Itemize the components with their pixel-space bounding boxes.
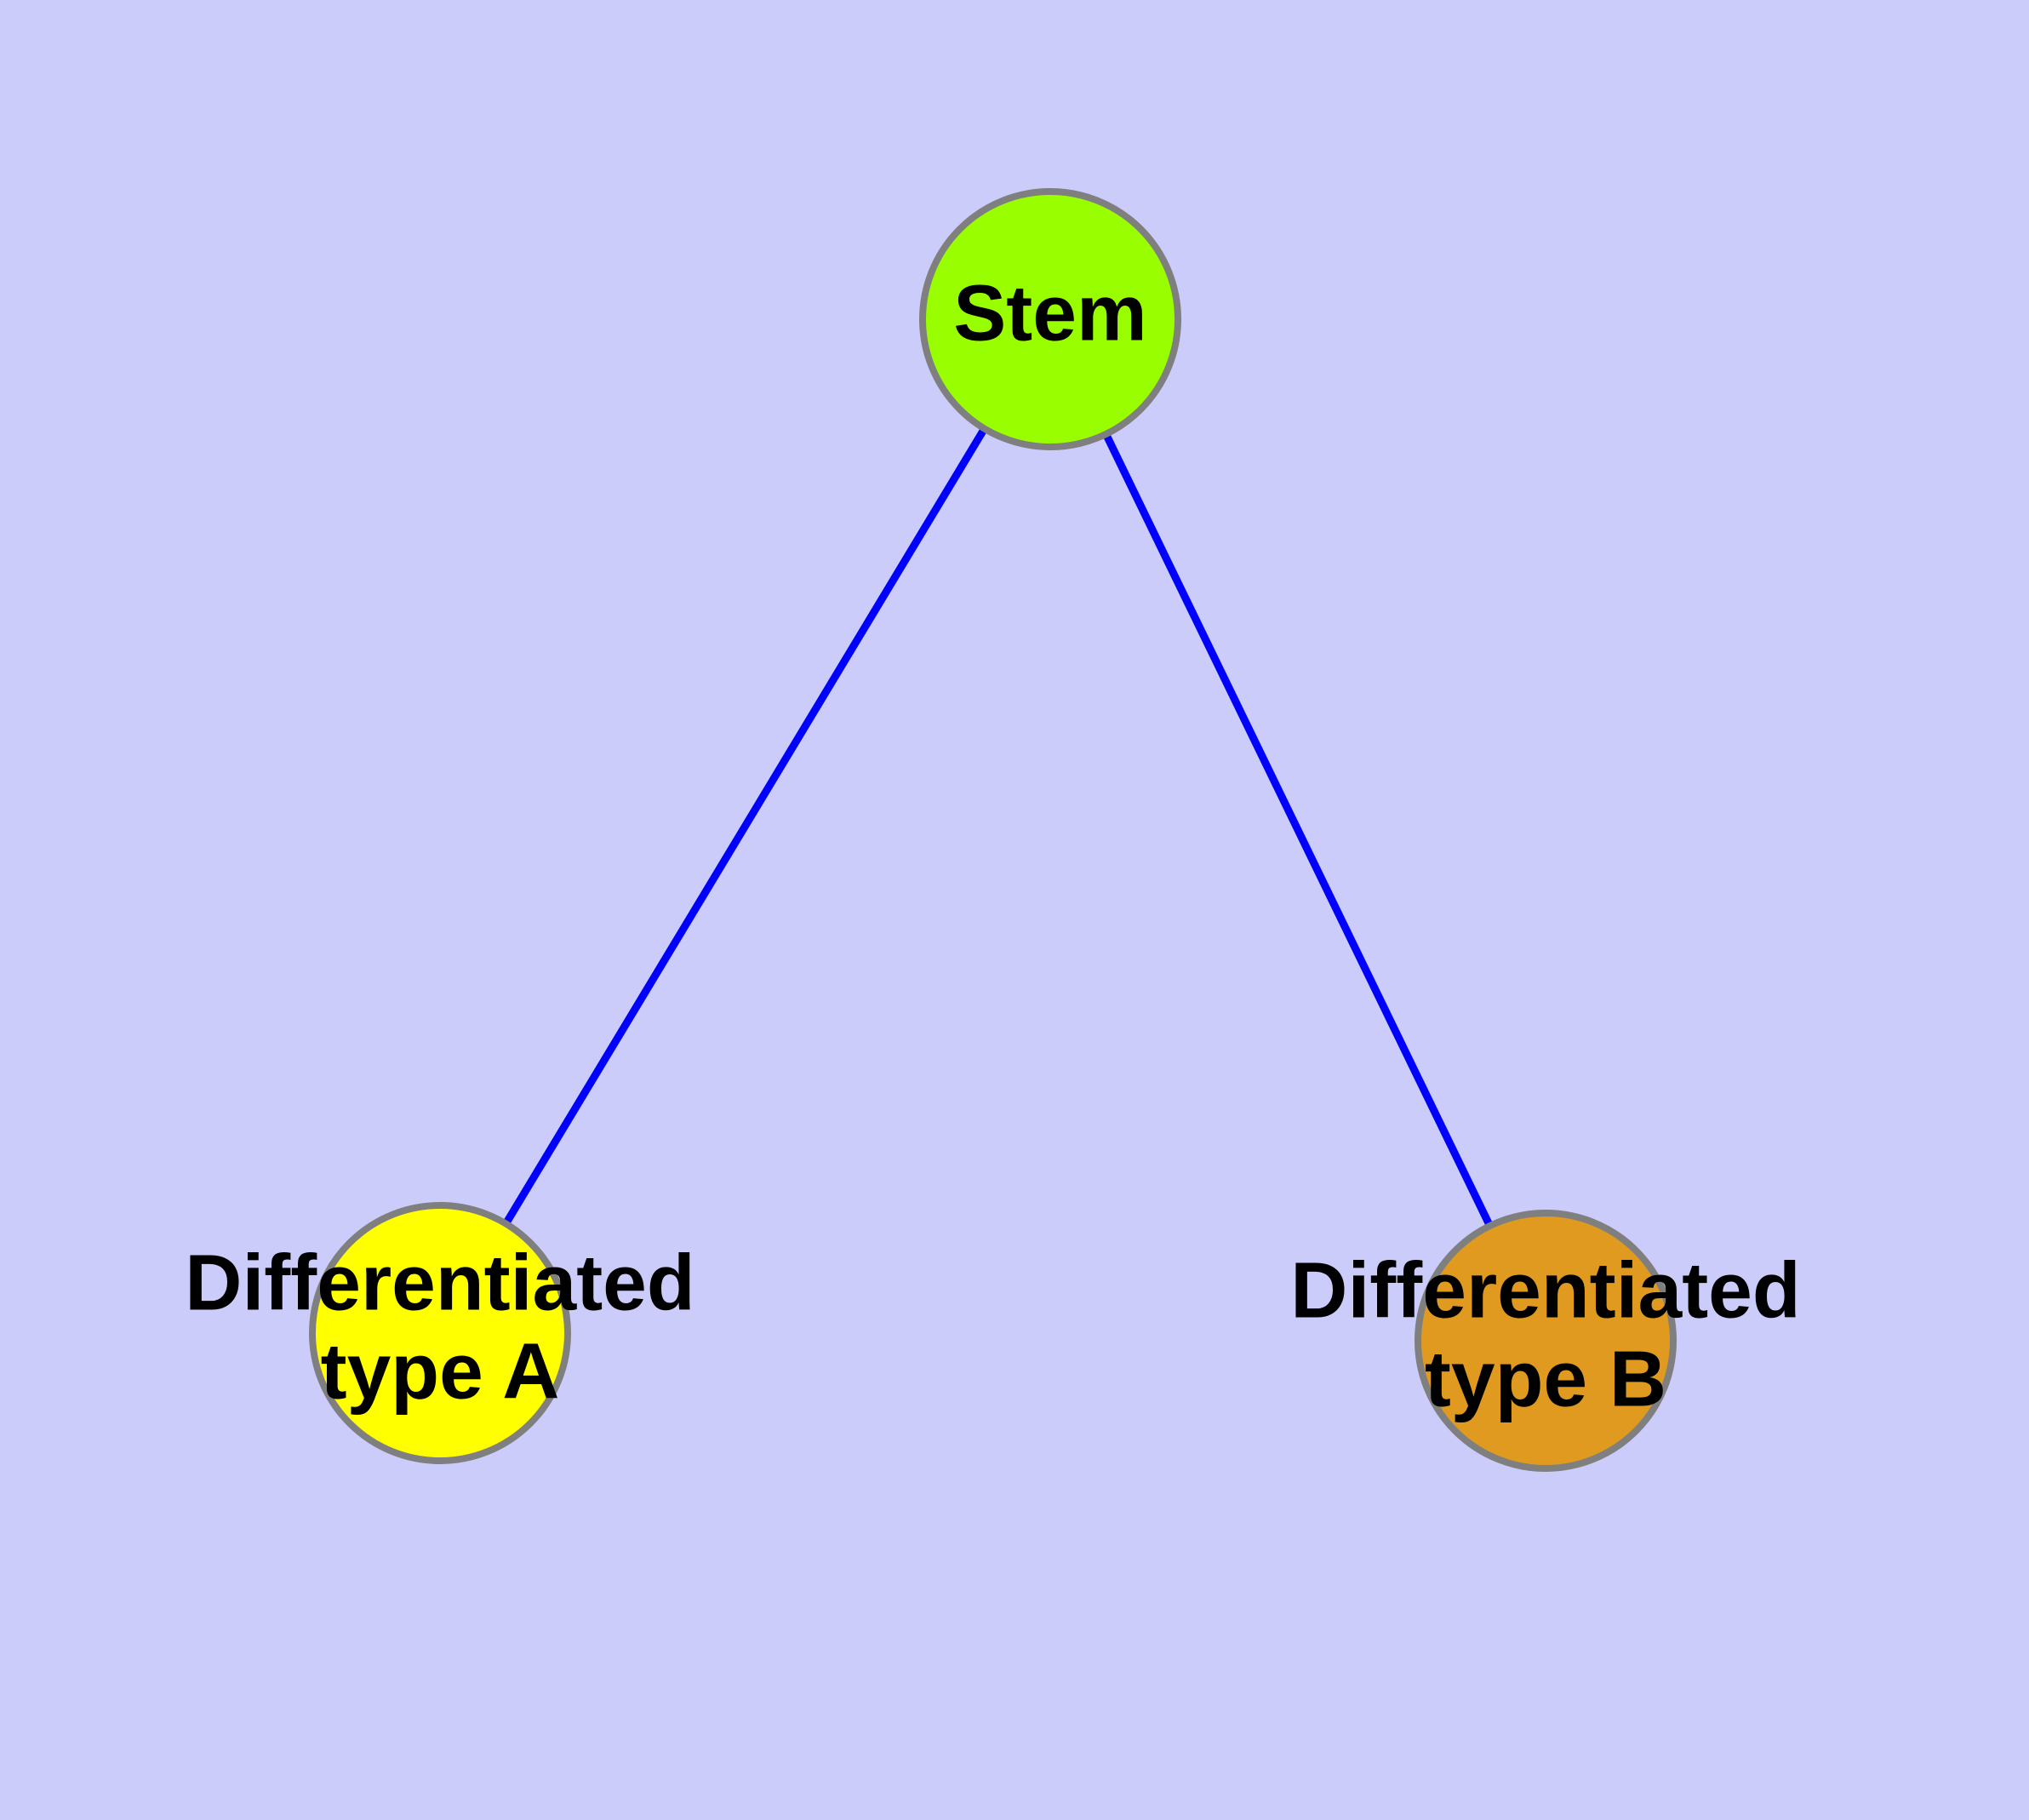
node-label-line: Differentiated bbox=[1290, 1245, 1800, 1334]
node-circle-diff-b[interactable] bbox=[1415, 1210, 1677, 1472]
node-circle-diff-a[interactable] bbox=[309, 1202, 571, 1464]
node-layer bbox=[309, 188, 1677, 1472]
node-label-line: Differentiated bbox=[185, 1238, 694, 1326]
edge-layer bbox=[503, 427, 1493, 1227]
node-label-line: Stem bbox=[953, 269, 1146, 358]
node-label-line: type A bbox=[321, 1327, 560, 1416]
edge-stem-to-b bbox=[1103, 433, 1493, 1227]
node-label-stem: Stem bbox=[953, 269, 1146, 358]
edge-stem-to-a bbox=[503, 427, 987, 1225]
node-label-line: type B bbox=[1425, 1335, 1666, 1423]
node-circle-stem[interactable] bbox=[919, 188, 1181, 450]
